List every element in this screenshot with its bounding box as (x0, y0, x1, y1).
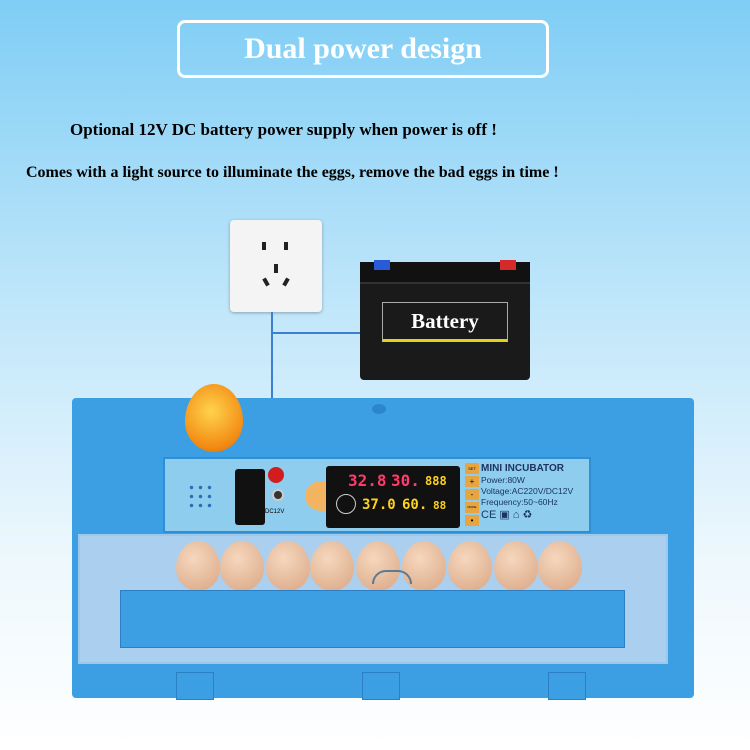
button-column: SET + - MODE • (465, 463, 479, 529)
power-wire (271, 312, 273, 462)
power-switch[interactable] (268, 467, 284, 483)
dc-jack (272, 489, 284, 501)
egg (266, 541, 310, 591)
egg-tray (120, 590, 625, 648)
egg (494, 541, 538, 591)
spec-label: MINI INCUBATOR Power:80W Voltage:AC220V/… (481, 462, 589, 522)
battery-label: Battery (382, 302, 508, 342)
egg (310, 541, 354, 591)
speaker-icon (187, 483, 215, 511)
lcd-display: 32.8 30. 888 37.0 60. 88 (326, 466, 460, 528)
plus-button[interactable]: + (465, 476, 479, 487)
wall-socket (230, 220, 322, 312)
certification-icons: CE ▣ ⌂ ♻ (481, 509, 533, 521)
candled-egg-image (185, 384, 243, 452)
set-temp-readout: 37.0 (362, 497, 396, 513)
egg (220, 541, 264, 591)
power-spec: Power:80W (481, 475, 525, 485)
drawer-handle[interactable] (372, 570, 412, 584)
egg (176, 541, 220, 591)
foot (176, 672, 214, 700)
battery-wire (271, 332, 361, 334)
set-button[interactable]: SET (465, 463, 479, 474)
humidity-readout: 30. (391, 471, 420, 490)
egg (538, 541, 582, 591)
foot (548, 672, 586, 700)
temp-readout: 32.8 (348, 471, 387, 490)
days-readout: 888 (425, 474, 447, 488)
voltage-spec: Voltage:AC220V/DC12V (481, 486, 574, 496)
dc-label: DC12V (265, 509, 285, 515)
minus-button[interactable]: - (465, 489, 479, 500)
egg (448, 541, 492, 591)
feature-line-1: Optional 12V DC battery power supply whe… (70, 120, 497, 139)
product-name: MINI INCUBATOR (481, 463, 564, 474)
foot (362, 672, 400, 700)
feature-line-2: Comes with a light source to illuminate … (26, 164, 559, 181)
mode-button[interactable]: MODE (465, 502, 479, 513)
fan-icon (336, 494, 356, 514)
count-readout: 88 (433, 499, 447, 512)
frequency-spec: Frequency:50~60Hz (481, 497, 558, 507)
vent-icon (372, 404, 386, 414)
set-humidity-readout: 60. (402, 497, 428, 513)
light-button[interactable]: • (465, 515, 479, 526)
power-inlet (235, 469, 265, 525)
title-banner: Dual power design (177, 20, 549, 78)
battery: Battery (360, 260, 530, 380)
